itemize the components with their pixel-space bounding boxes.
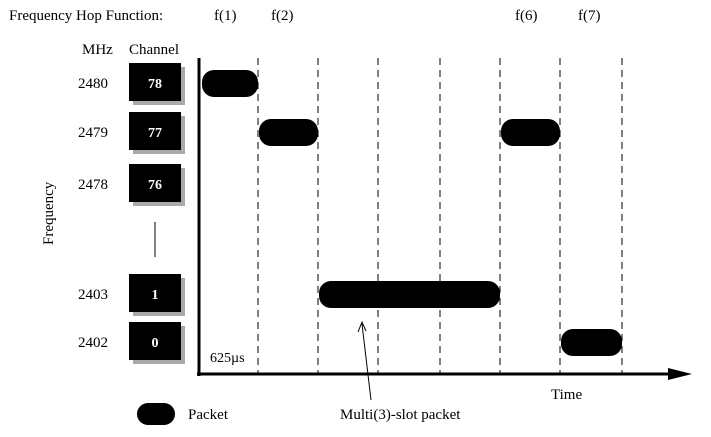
title: Frequency Hop Function: (9, 8, 163, 24)
annotation-label: Multi(3)-slot packet (340, 407, 461, 423)
row-mhz: 2478 (78, 177, 108, 193)
slot-duration-label: 625µs (210, 351, 245, 366)
hop-label-f6: f(6) (515, 8, 538, 24)
annotation-arrow (361, 323, 372, 401)
channel-number: 77 (148, 126, 162, 141)
annotation-arrowhead-icon (357, 320, 367, 333)
row-mhz: 2480 (78, 76, 108, 92)
packet (561, 329, 622, 356)
hop-label-f7: f(7) (578, 8, 601, 24)
row-mhz: 2402 (78, 335, 108, 351)
channel-number: 76 (148, 178, 162, 193)
channel-box (129, 63, 181, 101)
legend-packet-label: Packet (188, 407, 229, 423)
hop-label-f1: f(1) (214, 8, 237, 24)
channel-box (129, 112, 181, 150)
packet (319, 281, 500, 308)
channel-box (129, 164, 181, 202)
row-mhz: 2403 (78, 287, 108, 303)
packet (259, 119, 318, 146)
y-axis-label: Frequency (41, 181, 57, 245)
channel-header: Channel (129, 42, 179, 58)
channel-box (129, 274, 181, 312)
packet (202, 70, 258, 97)
channel-number: 1 (152, 288, 159, 303)
channel-box (129, 322, 181, 360)
x-axis-arrow-icon (668, 368, 692, 380)
packet (501, 119, 560, 146)
channel-number: 0 (152, 336, 159, 351)
hop-label-f2: f(2) (271, 8, 294, 24)
row-mhz: 2479 (78, 125, 108, 141)
x-axis-label: Time (551, 387, 582, 403)
legend-packet-icon (137, 403, 175, 425)
channel-number: 78 (148, 77, 162, 92)
mhz-header: MHz (82, 42, 113, 58)
